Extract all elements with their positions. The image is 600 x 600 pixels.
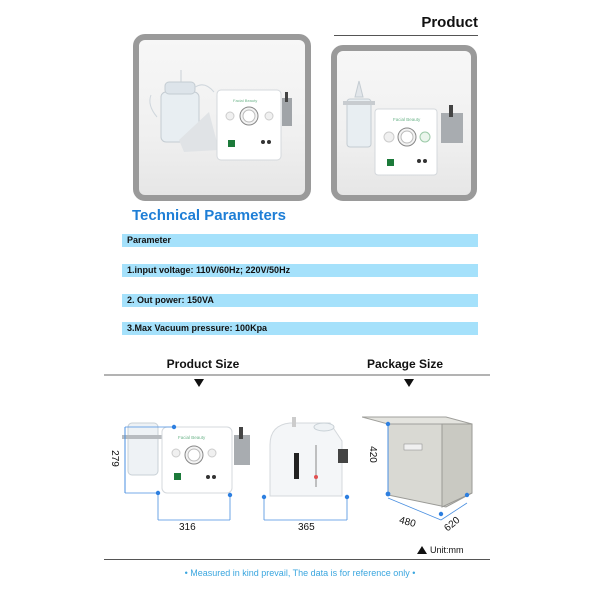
parameter-row-vacuum: 3.Max Vacuum pressure: 100Kpa — [122, 322, 478, 335]
down-arrow-icon — [404, 379, 414, 387]
parameter-header-bar: Parameter — [122, 234, 478, 247]
header-title: Product — [421, 14, 478, 31]
svg-text:Facial Beauty: Facial Beauty — [178, 435, 206, 440]
product-depth-value: 365 — [298, 522, 315, 533]
parameter-row-voltage: 1.input voltage: 110V/60Hz; 220V/50Hz — [122, 264, 478, 277]
product-image-front: Facial Beauty — [331, 45, 477, 201]
product-height-value: 279 — [108, 450, 120, 467]
size-divider — [104, 374, 490, 376]
svg-text:Facial Beauty: Facial Beauty — [233, 98, 257, 103]
product-size-diagram: Facial Beauty 279 316 365 — [108, 405, 362, 540]
machine-illustration-icon: Facial Beauty — [149, 70, 292, 161]
up-triangle-icon — [417, 546, 427, 554]
reference-note: • Measured in kind prevail, The data is … — [0, 568, 600, 578]
bullet-dot-icon: • — [409, 568, 416, 578]
package-size-diagram: 420 480 620 — [361, 405, 492, 540]
down-arrow-icon — [194, 379, 204, 387]
technical-parameters-title: Technical Parameters — [132, 207, 286, 224]
reference-note-text: Measured in kind prevail, The data is fo… — [190, 568, 410, 578]
package-size-label: Package Size — [366, 357, 444, 371]
package-box-illustration-icon — [361, 416, 473, 521]
product-image-angled: Facial Beauty — [133, 34, 311, 201]
product-width-value: 316 — [179, 522, 196, 533]
footer-divider — [104, 559, 490, 560]
product-dimension-illustration-icon: Facial Beauty — [122, 417, 350, 521]
machine-illustration-icon: Facial Beauty — [343, 80, 463, 176]
product-size-label: Product Size — [166, 357, 240, 371]
bullet-dot-icon: • — [184, 568, 191, 578]
header-divider — [334, 35, 478, 36]
parameter-row-power: 2. Out power: 150VA — [122, 294, 478, 307]
package-height-value: 420 — [366, 446, 378, 463]
svg-text:Facial Beauty: Facial Beauty — [393, 117, 421, 122]
unit-label: Unit:mm — [430, 545, 464, 555]
